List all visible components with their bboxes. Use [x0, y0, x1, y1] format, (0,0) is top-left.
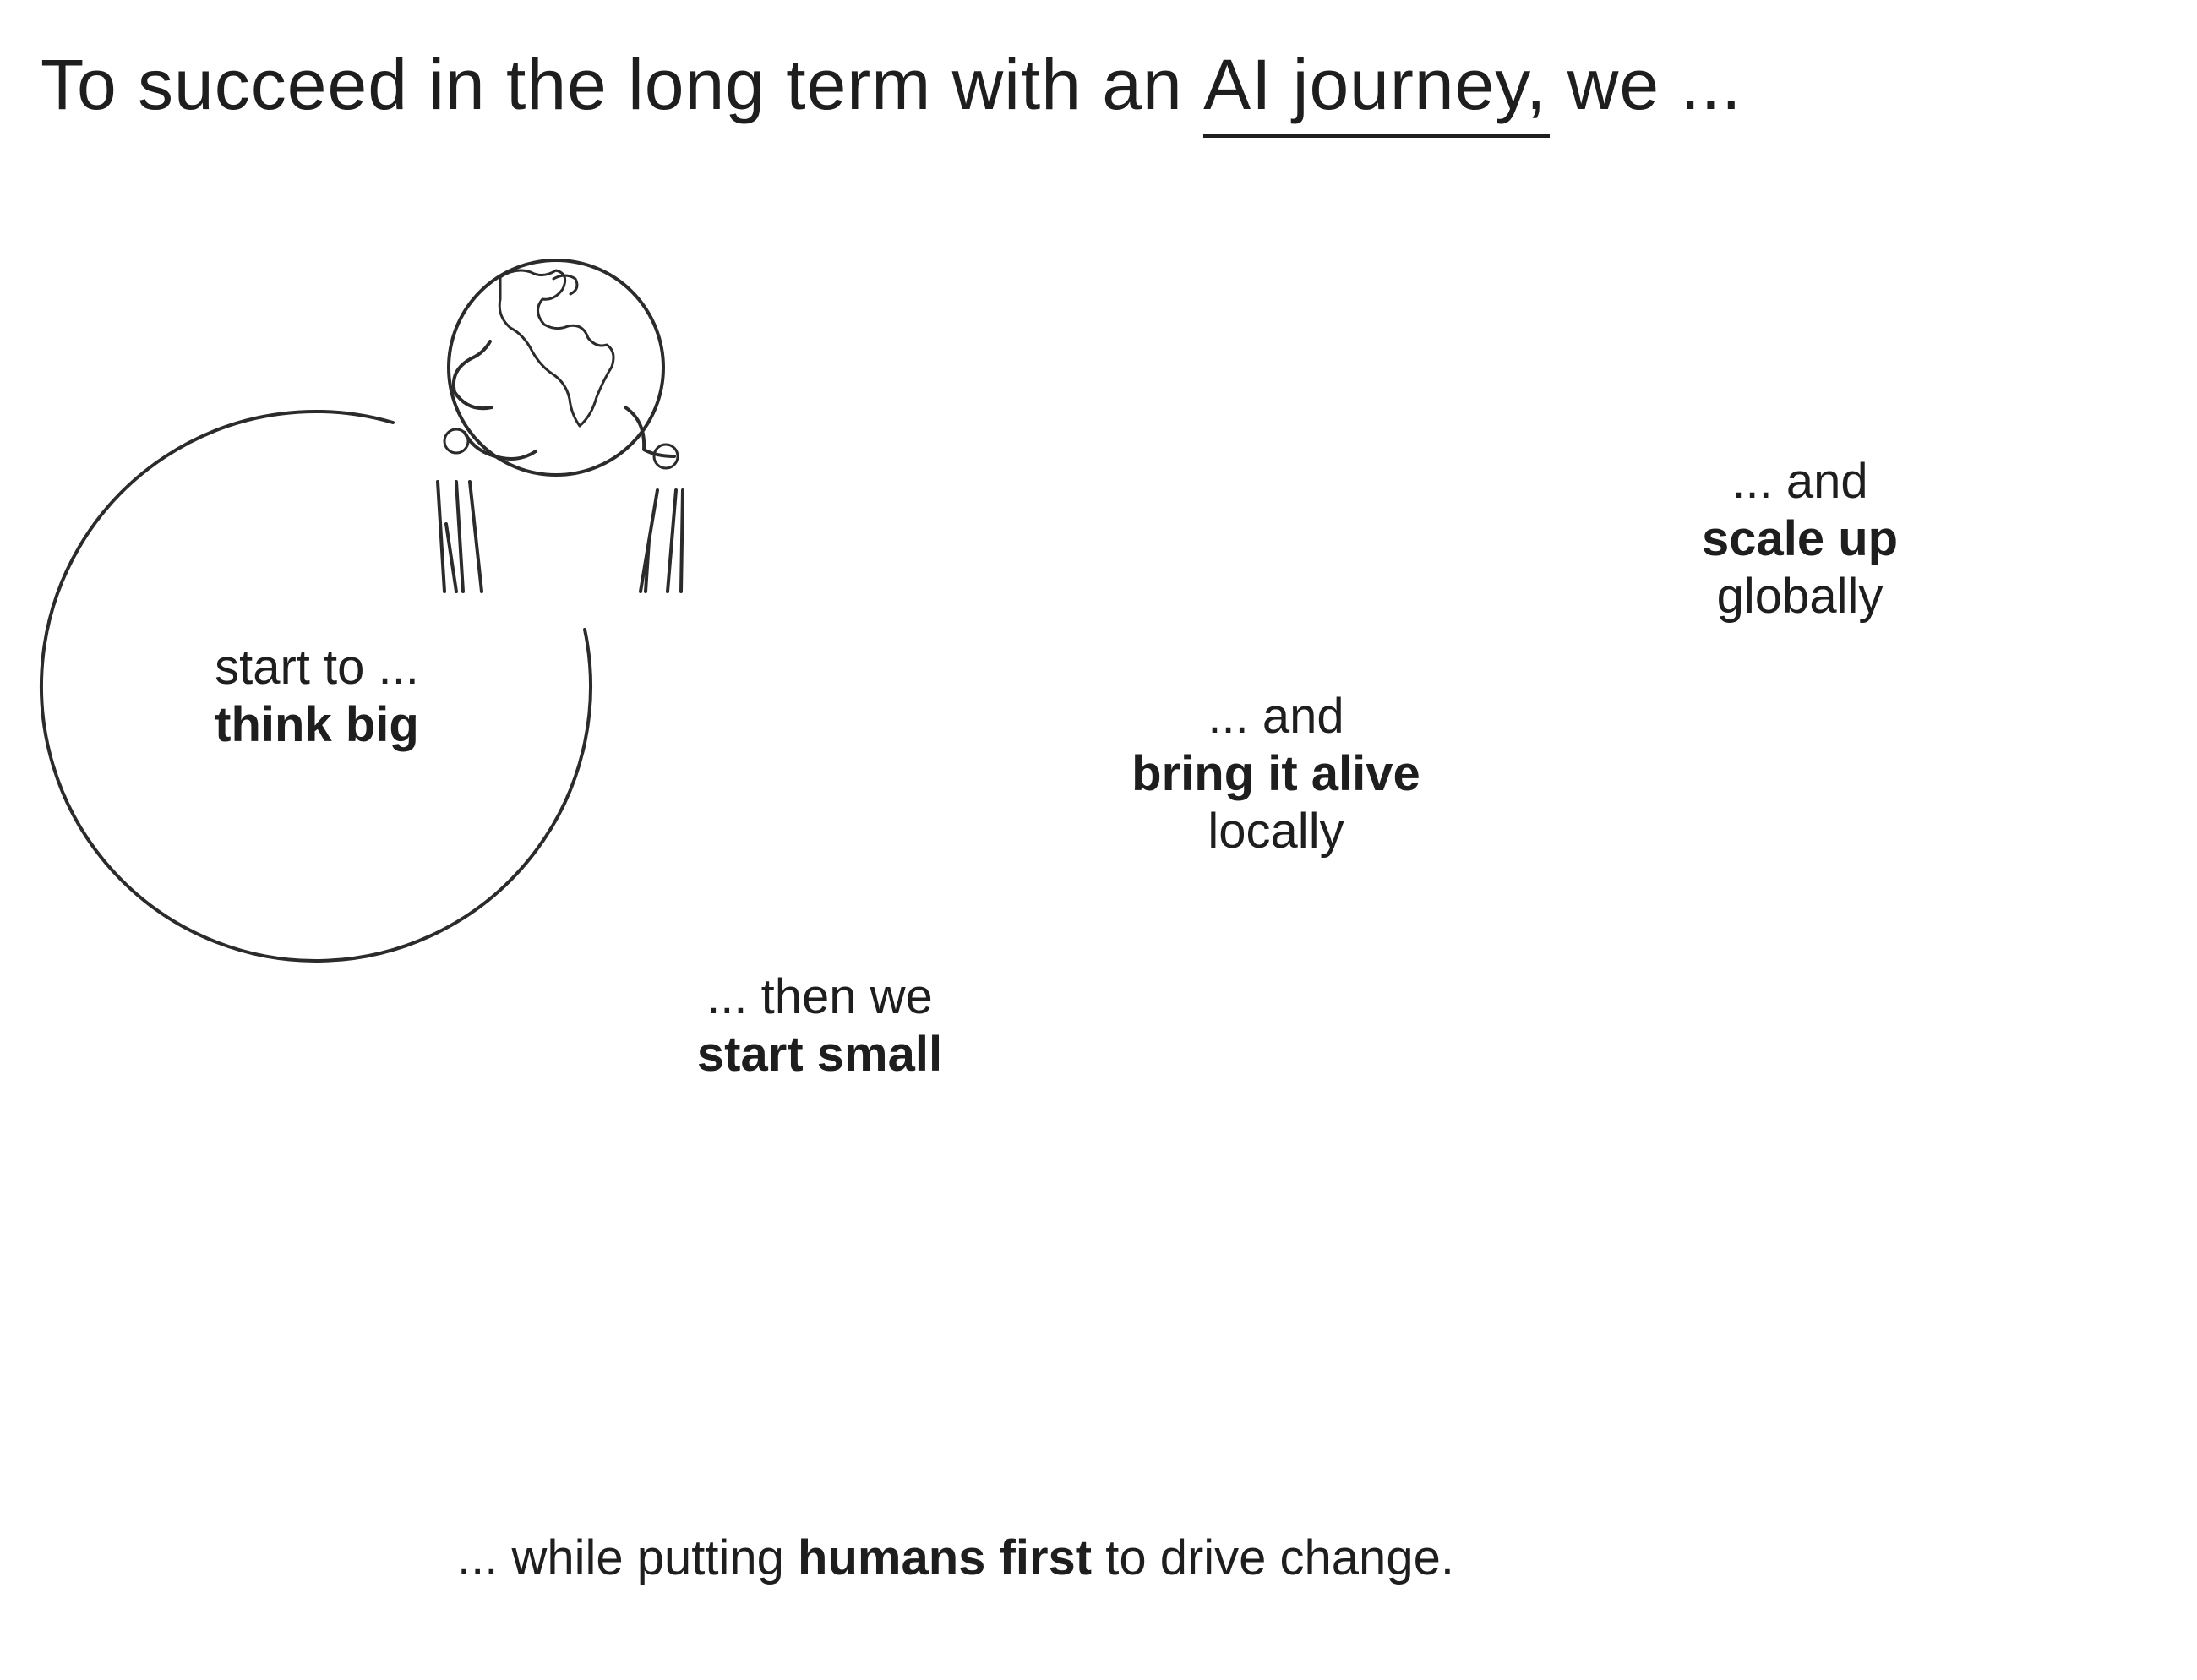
- step-bring-it-alive-label: ... and bring it alive locally: [1098, 688, 1453, 860]
- footer-statement: ... while putting humans first to drive …: [250, 1469, 1661, 1646]
- globe-held-by-people-icon: [436, 259, 684, 593]
- footer-suffix: to drive change.: [1105, 1530, 1454, 1585]
- step-bold: start small: [696, 1027, 943, 1082]
- step-line-3: globally: [1716, 569, 1884, 624]
- step-think-big-label: start to ... think big: [194, 639, 439, 754]
- title-prefix: To succeed in the long term with an: [41, 45, 1183, 124]
- step-bold: think big: [215, 697, 419, 752]
- think-big-circle: [40, 410, 592, 963]
- footer-prefix: ... while putting: [457, 1530, 784, 1585]
- step-line: ... and: [1731, 454, 1868, 509]
- step-line: start to ...: [215, 640, 419, 695]
- page-title: To succeed in the long term with an AI j…: [41, 44, 1742, 138]
- step-bold: bring it alive: [1131, 746, 1420, 801]
- step-scale-up-label: ... and scale up globally: [1673, 453, 1927, 625]
- title-highlight: AI journey,: [1203, 45, 1551, 138]
- footer-bold: humans first: [798, 1530, 1093, 1585]
- step-line: ... and: [1208, 689, 1344, 744]
- title-suffix: we ...: [1567, 45, 1742, 124]
- step-bold: scale up: [1701, 511, 1899, 566]
- step-line: ... then we: [706, 969, 933, 1024]
- step-start-small-label: ... then we start small: [668, 968, 972, 1083]
- step-line-3: locally: [1208, 804, 1344, 859]
